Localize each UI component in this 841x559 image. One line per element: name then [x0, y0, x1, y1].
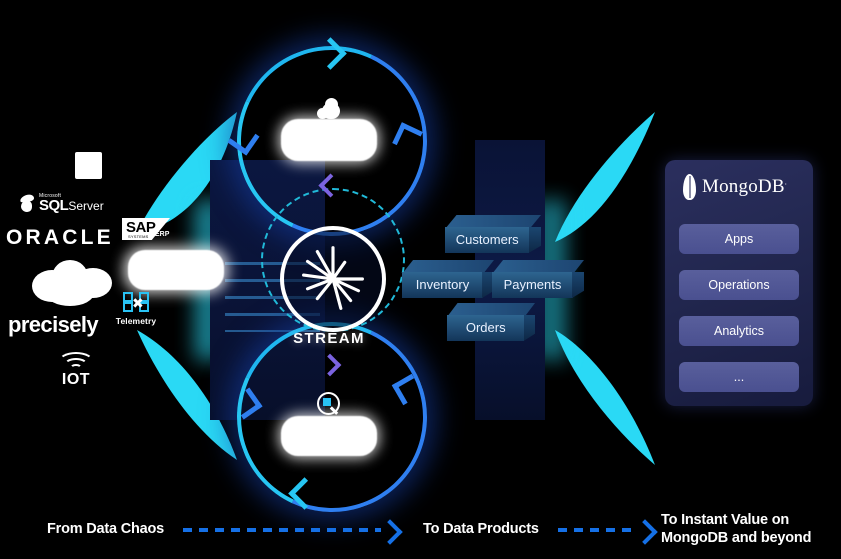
caption-arrow-2-head [632, 519, 658, 545]
iot-label: IOT [61, 371, 91, 388]
stream-hub-node [280, 226, 386, 332]
telemetry-icon: ✖ [123, 292, 149, 314]
stream-top-pill [281, 119, 377, 161]
mongodb-button-more[interactable]: ... [679, 362, 799, 392]
source-sql-server: Microsoft SQL Server [20, 190, 120, 216]
mongodb-registered-mark: . [784, 177, 787, 187]
mongodb-leaf-icon [683, 174, 696, 200]
source-precisely: precisely [8, 312, 99, 337]
sap-label: SAP [126, 219, 156, 236]
caption-stage-1: From Data Chaos [47, 521, 165, 537]
mongodb-button-analytics[interactable]: Analytics [679, 316, 799, 346]
starburst-icon [302, 246, 364, 310]
mongodb-button-apps[interactable]: Apps [679, 224, 799, 254]
caption-stage-3-line-1: To Instant Value on [661, 512, 790, 528]
mongodb-button-operations[interactable]: Operations [679, 270, 799, 300]
source-iot: IOT [50, 352, 102, 388]
stream-label: STREAM [293, 330, 365, 347]
iot-wifi-icon [50, 352, 102, 372]
mongodb-panel: MongoDB. Apps Operations Analytics ... [665, 160, 813, 406]
mongodb-brand-text: MongoDB [702, 176, 785, 197]
sql-server-suffix: Server [68, 198, 104, 213]
caption-arrow-1-head [377, 519, 403, 545]
cloud-icon [317, 98, 345, 120]
cube-label-customers: Customers [455, 232, 519, 247]
source-oracle: ORACLE [6, 226, 114, 249]
sap-erp-label: ERP [155, 231, 170, 238]
source-redacted-logo [75, 152, 102, 179]
source-sap: SAP SYSTEMS ERP [122, 218, 178, 244]
caption-stage-2: To Data Products [423, 521, 539, 537]
magnifier-icon [317, 392, 341, 416]
cube-label-payments: Payments [503, 277, 562, 292]
mongodb-brand-name: MongoDB. [702, 176, 787, 198]
telemetry-label: Telemetry [115, 316, 157, 326]
source-salesforce-cloud-icon [32, 256, 114, 306]
source-telemetry: ✖ Telemetry [112, 292, 160, 326]
sql-server-vendor: Microsoft [39, 192, 62, 199]
sql-server-icon [20, 193, 36, 213]
sap-sub: SYSTEMS [128, 234, 149, 239]
sql-server-sql: SQL [39, 196, 69, 214]
caption-stage-3-line-2: MongoDB and beyond [661, 530, 812, 546]
cube-label-orders: Orders [465, 320, 506, 335]
cube-label-inventory: Inventory [415, 277, 470, 292]
stream-bottom-pill [281, 416, 377, 456]
caption-arrow-1-line [183, 528, 381, 532]
caption-arrow-2-line [558, 528, 636, 532]
mongodb-logo: MongoDB. [683, 174, 787, 200]
stream-mid-pill [128, 250, 224, 290]
caption-row: From Data Chaos To Data Products To Inst… [0, 507, 841, 553]
